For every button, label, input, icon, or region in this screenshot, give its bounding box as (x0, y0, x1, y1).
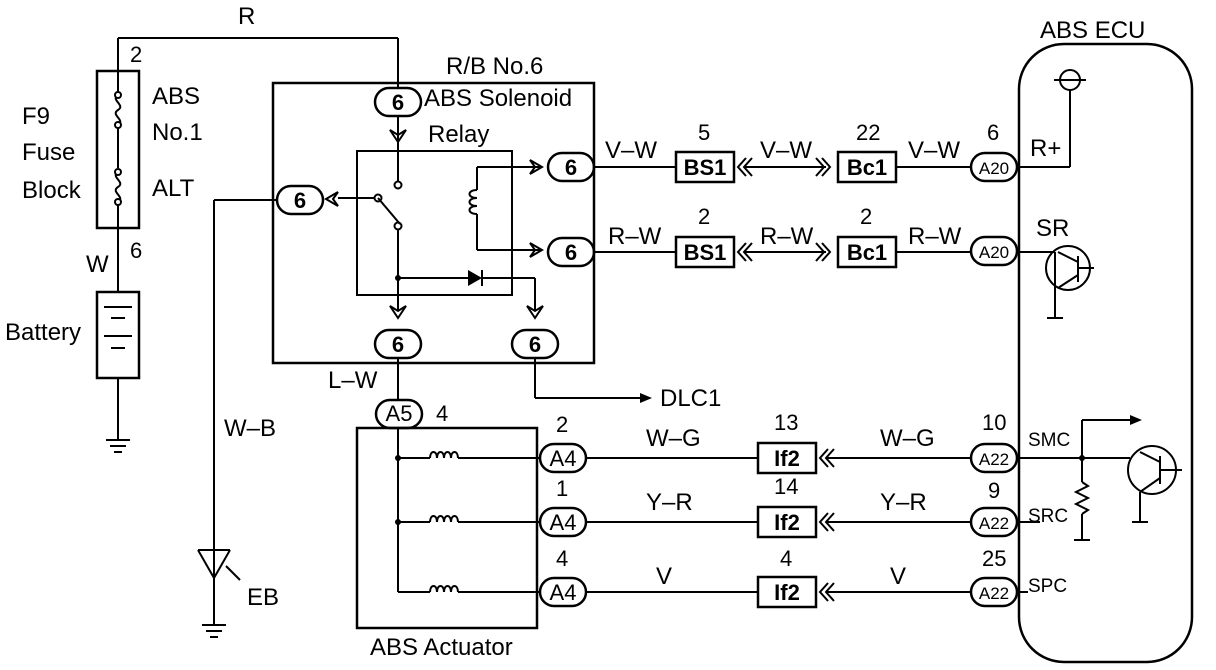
if2-2-pin: 14 (774, 474, 798, 499)
fuse-abs-no1-icon (114, 94, 122, 126)
if2-1-pin: 13 (774, 410, 798, 435)
solenoid-2-icon (429, 515, 459, 523)
wire-w-label: W (86, 251, 109, 278)
sr-transistor-icon (1045, 245, 1094, 291)
a22-3: A22 (979, 584, 1009, 603)
battery-ground-icon (106, 439, 130, 453)
relay-conn-left: 6 (294, 188, 306, 213)
solenoid-1-icon (429, 451, 459, 459)
dlc1-label: DLC1 (660, 385, 721, 412)
bc1-top: Bc1 (847, 155, 887, 180)
relay-block-title: R/B No.6 (446, 53, 543, 80)
abs-ecu: ABS ECU R+ SR (1017, 17, 1194, 664)
a22-1: A22 (979, 450, 1009, 469)
fuse-alt-icon (114, 171, 122, 203)
ecu-sr-label: SR (1036, 215, 1069, 242)
wire-sr-2: R–W (760, 223, 814, 250)
wire-rplus-3: V–W (908, 137, 960, 164)
a5-connector: A5 (386, 401, 413, 426)
harness-sr: R–W BS1 2 R–W Bc1 2 R–W A20 (594, 204, 1019, 269)
if2-2: If2 (774, 510, 800, 535)
battery-label: Battery (5, 319, 81, 346)
a4-1: A4 (550, 446, 577, 471)
wire-src-2: Y–R (880, 489, 927, 516)
wire-src-1: Y–R (646, 489, 693, 516)
wire-sr-1: R–W (608, 223, 662, 250)
a4-3: A4 (550, 580, 577, 605)
ecu-smc-label: SMC (1028, 430, 1070, 451)
fuse-block-title-3: Block (22, 177, 82, 204)
wire-spc-2: V (890, 563, 906, 590)
a22-2: A22 (979, 514, 1009, 533)
diode-icon (468, 270, 482, 286)
fuse-alt-label: ALT (152, 175, 195, 202)
wire-smc-2: W–G (880, 425, 935, 452)
a4-2-pin: 1 (556, 476, 568, 501)
relay-conn-right-2: 6 (565, 240, 577, 265)
harness-r-plus: V–W BS1 5 V–W Bc1 22 V–W A20 6 (594, 120, 1019, 184)
relay-label-1: ABS Solenoid (424, 85, 572, 112)
if2-3: If2 (774, 580, 800, 605)
ecu-src-label: SRC (1028, 506, 1068, 527)
fuse-abs-label-1: ABS (152, 83, 200, 110)
fuse-pin-bottom: 6 (130, 238, 142, 263)
smc-transistor-icon (1127, 445, 1182, 523)
relay-label-2: Relay (428, 121, 489, 148)
relay-block: R/B No.6 ABS Solenoid Relay 6 6 6 6 (213, 53, 721, 578)
ecu-title: ABS ECU (1040, 17, 1145, 44)
wire-sr-3: R–W (908, 223, 962, 250)
bs1-mid: BS1 (684, 240, 727, 265)
a4-3-pin: 4 (556, 546, 568, 571)
a20-top-pin: 6 (987, 120, 999, 145)
abs-actuator: A5 4 ABS Actuator (355, 398, 540, 661)
fuse-abs-label-2: No.1 (152, 119, 203, 146)
a22-2-pin: 9 (988, 478, 1000, 503)
bc1-top-pin: 22 (856, 120, 880, 145)
bs1-top: BS1 (684, 155, 727, 180)
wire-lw-label: L–W (328, 367, 378, 394)
actuator-label: ABS Actuator (370, 634, 513, 661)
if2-1: If2 (774, 446, 800, 471)
solenoid-3-icon (429, 585, 459, 593)
a20-top: A20 (979, 159, 1009, 178)
harness-smc: A4 2 W–G If2 13 W–G A22 10 (538, 410, 1019, 475)
if2-3-pin: 4 (780, 546, 792, 571)
wire-spc-1: V (656, 563, 672, 590)
bc1-mid: Bc1 (847, 240, 887, 265)
wire-smc-1: W–G (646, 425, 701, 452)
relay-conn-right-1: 6 (565, 155, 577, 180)
battery: W Battery (5, 228, 141, 453)
a22-1-pin: 10 (982, 410, 1006, 435)
bs1-mid-pin: 2 (698, 204, 710, 229)
wire-rplus-1: V–W (605, 137, 657, 164)
harness-spc: A4 4 V If2 4 V A22 25 (538, 546, 1019, 609)
bc1-mid-pin: 2 (860, 204, 872, 229)
harness-src: A4 1 Y–R If2 14 Y–R A22 9 (538, 474, 1019, 539)
wire-wb-label: W–B (224, 415, 276, 442)
wire-r-top-label: R (238, 3, 255, 30)
relay-conn-top: 6 (392, 90, 404, 115)
eb-ground: EB (197, 549, 279, 638)
fuse-block: F9 Fuse Block ABS No.1 ALT 2 6 R (22, 3, 399, 263)
a4-1-pin: 2 (556, 412, 568, 437)
a20-mid: A20 (979, 243, 1009, 262)
relay-conn-bottom-2: 6 (529, 332, 541, 357)
a22-3-pin: 25 (982, 546, 1006, 571)
a5-pin: 4 (436, 401, 448, 426)
fuse-pin-top: 2 (130, 42, 142, 67)
fuse-block-title-1: F9 (22, 103, 50, 130)
wire-rplus-2: V–W (760, 137, 812, 164)
pullup-resistor-icon (1073, 481, 1091, 515)
ecu-rplus-label: R+ (1030, 135, 1061, 162)
relay-conn-bottom-1: 6 (392, 332, 404, 357)
fuse-block-title-2: Fuse (22, 139, 75, 166)
relay-coil-icon (468, 189, 478, 215)
ecu-spc-label: SPC (1028, 576, 1067, 597)
a4-2: A4 (550, 510, 577, 535)
eb-label: EB (247, 584, 279, 611)
bs1-top-pin: 5 (698, 120, 710, 145)
